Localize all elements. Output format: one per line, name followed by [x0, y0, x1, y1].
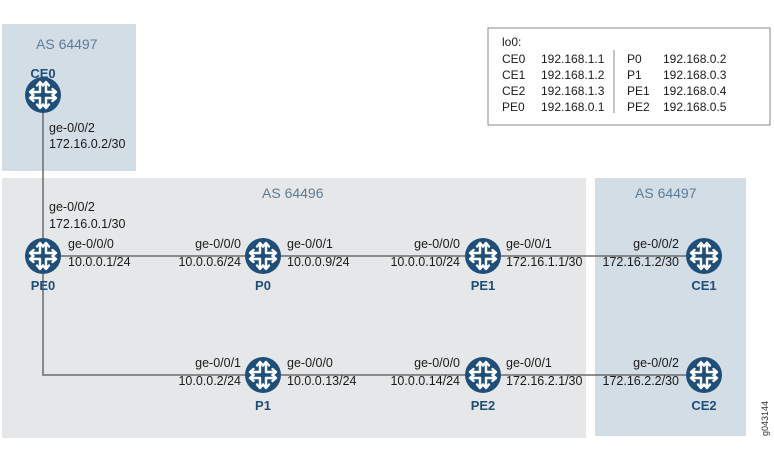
ip-p1-right: 10.0.0.13/24: [287, 374, 357, 388]
loopback-ip: 192.168.1.3: [541, 84, 605, 98]
router-pe1[interactable]: PE1: [463, 236, 503, 293]
router-icon: [23, 236, 63, 276]
router-icon: [463, 236, 503, 276]
loopback-name: CE2: [502, 84, 526, 98]
router-p0[interactable]: P0: [243, 236, 283, 293]
if-p1-left: ge-0/0/1: [195, 356, 241, 370]
loopback-ip: 192.168.0.2: [663, 52, 727, 66]
router-label-pe2: PE2: [471, 398, 496, 413]
ip-p0-right: 10.0.0.9/24: [287, 255, 350, 269]
ip-p1-left: 10.0.0.2/24: [178, 374, 241, 388]
router-icon: [243, 236, 283, 276]
router-ce0[interactable]: CE0: [23, 66, 63, 115]
as-label-middle: AS 64496: [262, 185, 324, 201]
router-label-p1: P1: [255, 398, 271, 413]
ip-pe0-up: 172.16.0.1/30: [49, 217, 126, 231]
router-pe2[interactable]: PE2: [463, 355, 503, 413]
router-icon: [684, 236, 724, 276]
router-p1[interactable]: P1: [243, 355, 283, 413]
if-pe1-left: ge-0/0/0: [414, 237, 460, 251]
router-label-pe0: PE0: [31, 278, 56, 293]
if-ce1: ge-0/0/2: [633, 237, 679, 251]
router-ce2[interactable]: CE2: [684, 355, 724, 413]
ip-pe2-left: 10.0.0.14/24: [390, 374, 460, 388]
ip-p0-left: 10.0.0.6/24: [178, 255, 241, 269]
loopback-ip: 192.168.0.4: [663, 84, 727, 98]
if-p0-right: ge-0/0/1: [287, 237, 333, 251]
router-label-ce2: CE2: [691, 398, 716, 413]
ip-pe1-right: 172.16.1.1/30: [506, 255, 583, 269]
loopback-table: lo0: CE0 192.168.1.1 CE1 192.168.1.2 CE2…: [487, 27, 771, 126]
ip-pe1-left: 10.0.0.10/24: [390, 255, 460, 269]
if-pe0-right: ge-0/0/0: [68, 237, 114, 251]
if-ce0: ge-0/0/2: [49, 121, 95, 135]
router-label-ce0: CE0: [30, 66, 55, 81]
loopback-ip: 192.168.1.1: [541, 52, 605, 66]
loopback-name: CE1: [502, 68, 526, 82]
loopback-ip: 192.168.1.2: [541, 68, 605, 82]
router-ce1[interactable]: CE1: [684, 236, 724, 293]
loopback-ip: 192.168.0.5: [663, 100, 727, 114]
router-label-p0: P0: [255, 278, 271, 293]
router-icon: [243, 355, 283, 395]
loopback-name: P0: [627, 52, 642, 66]
if-p1-right: ge-0/0/0: [287, 356, 333, 370]
loopback-ip: 192.168.0.3: [663, 68, 727, 82]
if-pe2-left: ge-0/0/0: [414, 356, 460, 370]
if-pe0-up: ge-0/0/2: [49, 200, 95, 214]
loopback-name: P1: [627, 68, 642, 82]
router-label-pe1: PE1: [471, 278, 496, 293]
if-p0-left: ge-0/0/0: [195, 237, 241, 251]
as-box-top-left: [2, 24, 136, 171]
if-ce2: ge-0/0/2: [633, 356, 679, 370]
loopback-title: lo0:: [502, 35, 521, 49]
ip-pe0-right: 10.0.0.1/24: [68, 255, 131, 269]
ip-pe2-right: 172.16.2.1/30: [506, 374, 583, 388]
loopback-name: PE2: [627, 100, 650, 114]
router-icon: [23, 75, 63, 115]
router-label-ce1: CE1: [691, 278, 716, 293]
as-box-right: [595, 178, 746, 436]
loopback-name: CE0: [502, 52, 526, 66]
ip-ce0: 172.16.0.2/30: [49, 137, 126, 151]
router-pe0[interactable]: PE0: [23, 236, 63, 293]
loopback-name: PE1: [627, 84, 650, 98]
as-label-top-left: AS 64497: [36, 36, 98, 52]
loopback-ip: 192.168.0.1: [541, 100, 605, 114]
if-pe1-right: ge-0/0/1: [506, 237, 552, 251]
if-pe2-right: ge-0/0/1: [506, 356, 552, 370]
loopback-name: PE0: [502, 100, 525, 114]
router-icon: [684, 355, 724, 395]
as-label-right: AS 64497: [635, 185, 697, 201]
ip-ce2: 172.16.2.2/30: [603, 374, 680, 388]
router-icon: [463, 355, 503, 395]
figure-id: g043144: [760, 401, 770, 436]
link-pe0-p1: [42, 274, 245, 376]
ip-ce1: 172.16.1.2/30: [603, 255, 680, 269]
as-box-middle: [2, 178, 586, 438]
